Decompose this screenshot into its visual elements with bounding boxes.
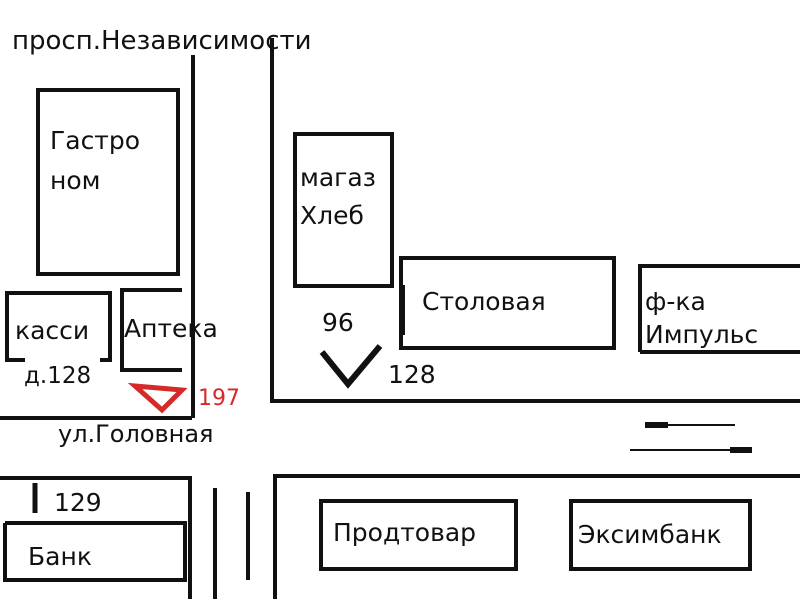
cashier-box <box>5 291 112 362</box>
grocery-box <box>319 499 518 571</box>
turn-arrow-icon <box>319 344 383 389</box>
street-name-main: просп.Независимости <box>12 26 312 56</box>
gastronom-box <box>36 88 180 276</box>
bread-label-1: магаз <box>300 163 376 192</box>
stop-96: 96 <box>322 308 354 337</box>
pharmacy-label: Аптека <box>124 314 218 343</box>
gastronom-label-2: ном <box>50 166 101 195</box>
bread-label-2: Хлеб <box>300 201 364 230</box>
stop-128: 128 <box>388 360 436 389</box>
bank-box <box>3 521 187 582</box>
bread-box <box>293 132 394 288</box>
factory-box <box>638 264 800 352</box>
cashier-label: касси <box>15 316 90 345</box>
factory-label-2: Импульс <box>645 320 759 349</box>
factory-label-1: ф-ка <box>645 287 706 316</box>
house-128: д.128 <box>24 363 92 389</box>
stop-129: 129 <box>54 488 102 517</box>
road-line <box>273 474 800 599</box>
eximbank-box <box>569 499 752 571</box>
street-name-side: ул.Головная <box>58 420 214 448</box>
grocery-label: Продтовар <box>333 518 477 547</box>
eximbank-label: Эксимбанк <box>578 520 722 549</box>
road-line <box>0 476 192 599</box>
stop-197: 197 <box>198 386 240 411</box>
gastronom-label-1: Гастро <box>50 126 141 155</box>
canteen-label: Столовая <box>422 287 546 316</box>
pharmacy-box <box>120 288 182 372</box>
bank-label: Банк <box>28 542 92 571</box>
bus-stop-marker-icon <box>127 382 188 414</box>
